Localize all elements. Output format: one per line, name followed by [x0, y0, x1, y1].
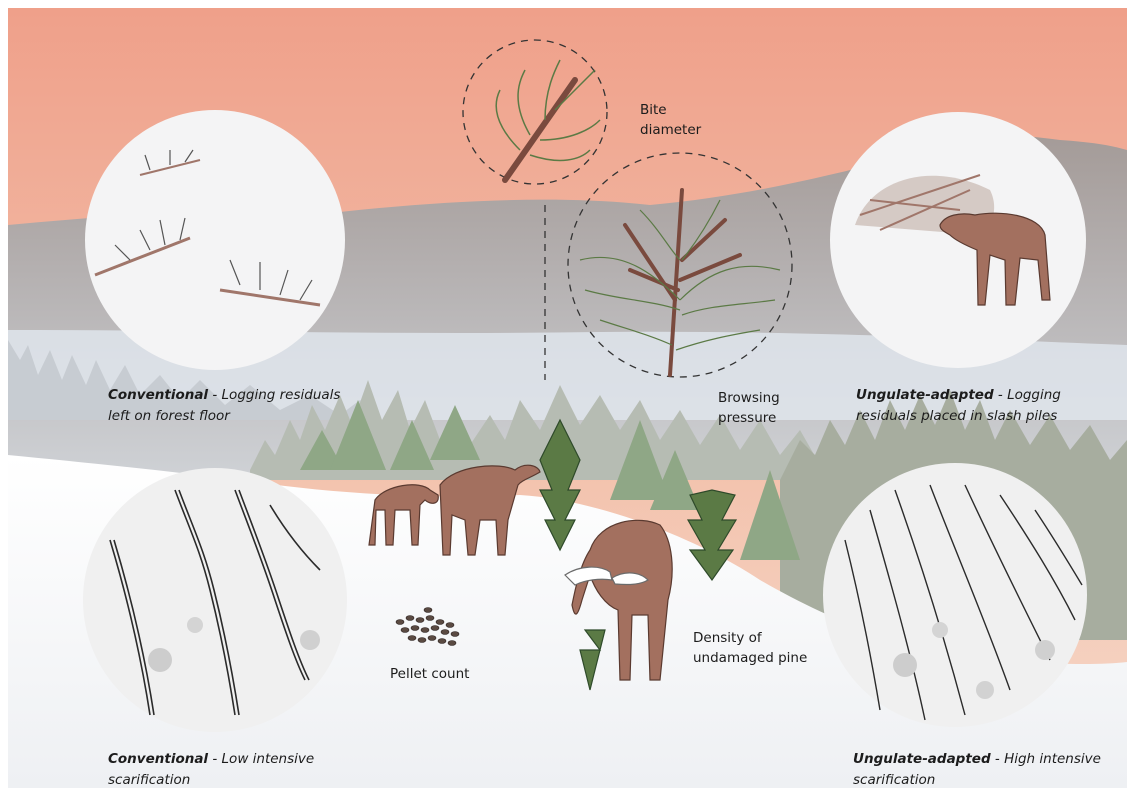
label-conventional-scarification: Conventional - Low intensive scarificati… — [108, 749, 368, 791]
label-conventional-residuals-rest2: left on forest floor — [108, 408, 230, 424]
label-browsing-pressure: Browsing pressure — [718, 388, 780, 428]
label-density-undamaged-pine: Density of undamaged pine — [693, 628, 807, 668]
label-conventional-residuals: Conventional - Logging residuals left on… — [108, 385, 368, 427]
label-conventional-scarification-bold: Conventional — [108, 751, 208, 767]
label-ungulate-residuals-rest2: residuals placed in slash piles — [856, 408, 1057, 424]
label-pellet-text: Pellet count — [390, 666, 469, 682]
label-browsing-line1: Browsing — [718, 390, 780, 406]
label-conventional-scarification-rest2: scarification — [108, 772, 190, 788]
circle-conventional-residuals — [85, 110, 345, 370]
label-ungulate-scarification: Ungulate-adapted - High intensive scarif… — [853, 749, 1123, 791]
label-conventional-scarification-rest1: - Low intensive — [208, 751, 314, 767]
label-bite-line1: Bite — [640, 102, 667, 118]
label-ungulate-residuals-rest1: - Logging — [994, 387, 1061, 403]
label-browsing-line2: pressure — [718, 410, 776, 426]
label-bite-diameter: Bite diameter — [640, 100, 701, 140]
label-ungulate-scarification-rest2: scarification — [853, 772, 935, 788]
label-conventional-residuals-bold: Conventional — [108, 387, 208, 403]
circle-low-scarification — [83, 468, 347, 732]
label-pellet-count: Pellet count — [390, 664, 469, 684]
circle-ungulate-residuals — [830, 112, 1086, 368]
label-conventional-residuals-rest1: - Logging residuals — [208, 387, 340, 403]
label-ungulate-residuals-bold: Ungulate-adapted — [856, 387, 994, 403]
label-ungulate-residuals: Ungulate-adapted - Logging residuals pla… — [856, 385, 1116, 427]
label-density-line2: undamaged pine — [693, 650, 807, 666]
label-bite-line2: diameter — [640, 122, 701, 138]
label-ungulate-scarification-rest1: - High intensive — [991, 751, 1101, 767]
label-ungulate-scarification-bold: Ungulate-adapted — [853, 751, 991, 767]
label-density-line1: Density of — [693, 630, 762, 646]
circle-high-scarification — [823, 463, 1087, 727]
